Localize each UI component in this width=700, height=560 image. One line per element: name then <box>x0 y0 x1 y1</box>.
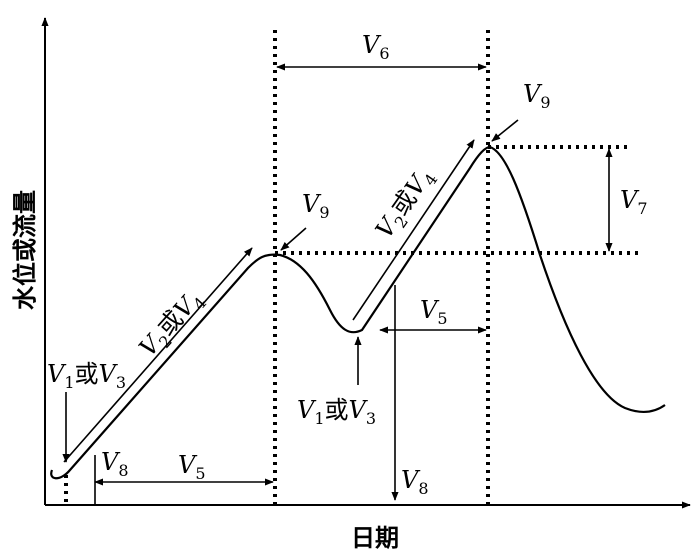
y-axis-title: 水位或流量 <box>11 190 39 310</box>
rising-limb-arrow-2 <box>352 139 475 321</box>
label-v7: V7 <box>620 186 648 218</box>
axes <box>41 17 691 509</box>
v9-pointer-second <box>491 119 519 142</box>
label-v5-lower: V5 <box>178 451 206 483</box>
label-v6: V6 <box>362 31 390 63</box>
x-axis-title: 日期 <box>351 524 399 552</box>
dotted-guides <box>64 30 640 505</box>
label-v9-first: V9 <box>302 190 330 222</box>
hydrograph-curve <box>50 145 666 480</box>
label-v5-upper: V5 <box>420 296 448 328</box>
v9-pointer-first <box>280 227 307 251</box>
label-v1-or-v3-middle: V1或V3 <box>297 396 376 428</box>
label-v8-left: V8 <box>101 448 129 480</box>
label-v1-or-v3-left: V1或V3 <box>47 360 126 392</box>
label-v8-right: V8 <box>401 466 429 498</box>
label-v9-second: V9 <box>523 80 551 112</box>
rising-limb-arrow-1 <box>63 247 253 463</box>
